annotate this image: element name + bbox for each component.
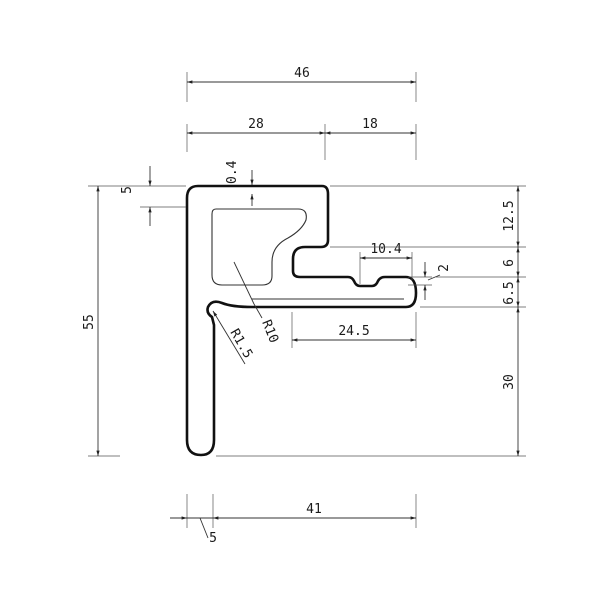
dim-leg-length: 24.5	[291, 312, 417, 348]
label-right-mid: 6	[502, 259, 517, 267]
dim-total-width: 46	[186, 66, 417, 102]
profile-outline	[185, 184, 418, 457]
label-total-width: 46	[294, 66, 310, 81]
label-right-top: 12.5	[502, 200, 517, 231]
label-leg-length: 24.5	[338, 324, 369, 339]
label-base-left: 5	[209, 531, 217, 546]
label-lip-thickness: 0.4	[225, 160, 240, 184]
dim-top-thickness: 5	[120, 166, 186, 226]
label-right-bottom: 30	[502, 374, 517, 390]
dim-lip-thickness: 0.4	[225, 160, 254, 206]
outer-contour	[185, 184, 418, 457]
dim-total-height: 55	[82, 185, 140, 457]
dim-slot-gap: 2	[408, 262, 452, 300]
dim-left-width: 28 18	[186, 117, 417, 160]
label-left-width: 28	[248, 117, 264, 132]
inner-cavity	[211, 208, 307, 286]
label-right-width: 18	[362, 117, 378, 132]
label-radius-large: R10	[258, 318, 281, 345]
label-top-thickness: 5	[120, 186, 135, 194]
label-slot-gap: 2	[437, 264, 452, 272]
label-radius-small: R1.5	[227, 327, 256, 362]
label-right-lower: 6.5	[502, 281, 517, 304]
dim-base: 5 41	[170, 494, 417, 546]
dim-radius-small: R1.5	[212, 310, 256, 365]
dim-slot-width: 10.4	[359, 242, 413, 284]
label-total-height: 55	[82, 314, 97, 330]
dim-right-stack: 12.5 6 6.5 30	[216, 185, 526, 457]
label-base-right: 41	[306, 502, 322, 517]
label-slot-width: 10.4	[370, 242, 401, 257]
